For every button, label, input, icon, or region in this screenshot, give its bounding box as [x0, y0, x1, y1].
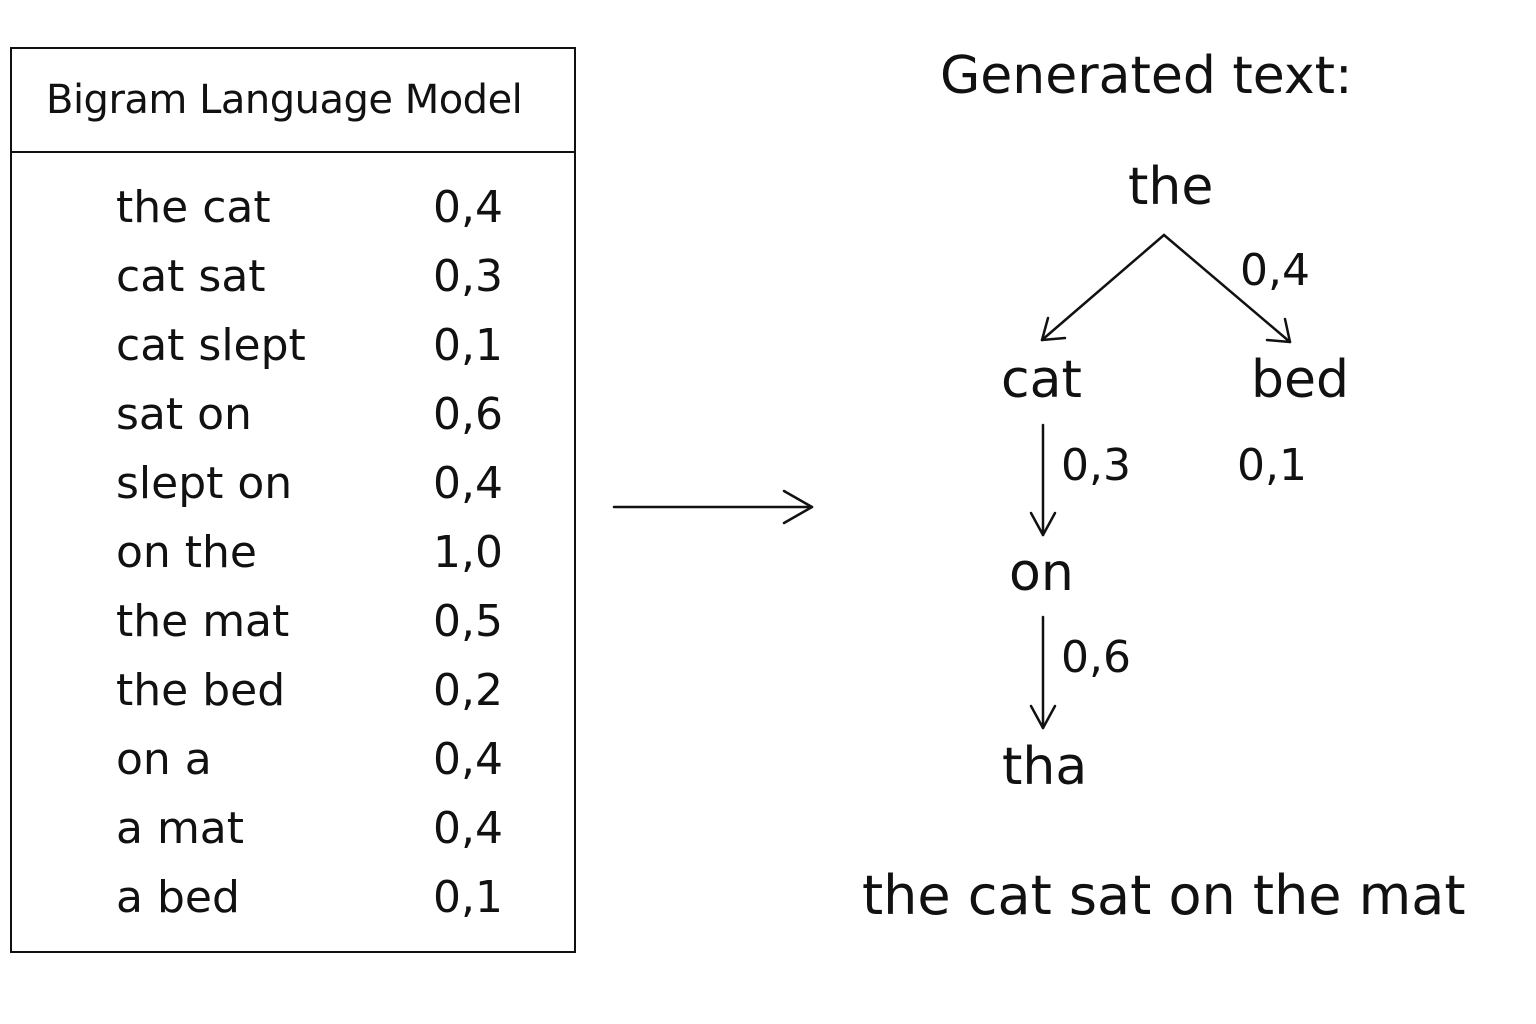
table-row: on a 0,4	[12, 731, 574, 800]
bigram-text: the cat	[116, 182, 271, 233]
edge-on-to-tha	[1029, 615, 1057, 730]
node-on: on	[1009, 543, 1074, 603]
table-row: a bed 0,1	[12, 869, 574, 938]
bigram-text: on the	[116, 527, 258, 578]
table-row: on the 1,0	[12, 524, 574, 593]
generated-sentence: the cat sat on the mat	[862, 864, 1466, 927]
table-title: Bigram Language Model	[12, 49, 574, 153]
edge-label-on-tha: 0,6	[1061, 632, 1131, 683]
node-the: the	[1128, 157, 1214, 217]
bigram-probability: 1,0	[433, 527, 503, 578]
node-cat: cat	[1001, 350, 1082, 410]
edge-the-to-bed	[1162, 233, 1292, 344]
table-row: a mat 0,4	[12, 800, 574, 869]
bigram-model-table: Bigram Language Model the cat 0,4 cat sa…	[10, 47, 576, 953]
bigram-text: cat slept	[116, 320, 306, 371]
bigram-probability: 0,1	[433, 872, 503, 923]
bigram-text: a bed	[116, 872, 240, 923]
table-row: the bed 0,2	[12, 662, 574, 731]
table-row: sat on 0,6	[12, 386, 574, 455]
bigram-text: sat on	[116, 389, 252, 440]
bigram-probability: 0,4	[433, 182, 503, 233]
bigram-probability: 0,3	[433, 251, 503, 302]
table-row: cat sat 0,3	[12, 248, 574, 317]
node-bed: bed	[1251, 350, 1350, 410]
table-rows: the cat 0,4 cat sat 0,3 cat slept 0,1 sa…	[12, 179, 574, 938]
bigram-probability: 0,4	[433, 734, 503, 785]
bigram-probability: 0,2	[433, 665, 503, 716]
table-row: slept on 0,4	[12, 455, 574, 524]
edge-the-to-cat	[1040, 233, 1166, 342]
bigram-text: slept on	[116, 458, 293, 509]
bigram-probability: 0,4	[433, 803, 503, 854]
bigram-text: on a	[116, 734, 212, 785]
edge-label-cat-on: 0,3	[1061, 440, 1131, 491]
bigram-probability: 0,5	[433, 596, 503, 647]
bigram-probability: 0,6	[433, 389, 503, 440]
table-row: the mat 0,5	[12, 593, 574, 662]
bigram-text: the bed	[116, 665, 286, 716]
node-tha: tha	[1002, 737, 1088, 797]
bigram-text: the mat	[116, 596, 290, 647]
table-row: the cat 0,4	[12, 179, 574, 248]
edge-cat-to-on	[1029, 423, 1057, 537]
generated-text-title: Generated text:	[940, 46, 1353, 106]
bigram-text: cat sat	[116, 251, 266, 302]
bigram-probability: 0,4	[433, 458, 503, 509]
bigram-probability: 0,1	[433, 320, 503, 371]
edge-label-the-bed: 0,4	[1240, 245, 1310, 296]
table-row: cat slept 0,1	[12, 317, 574, 386]
bigram-text: a mat	[116, 803, 245, 854]
edge-label-bed: 0,1	[1237, 440, 1307, 491]
model-to-generation-arrow	[612, 489, 814, 525]
